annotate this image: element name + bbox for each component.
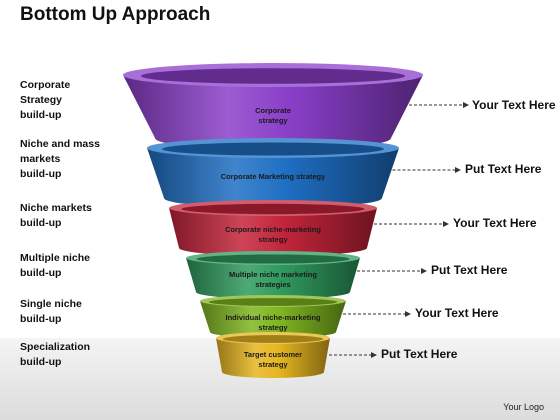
funnel-layer-body-5 [200,301,346,338]
stage-label-specialization: Specialization build-up [20,341,91,368]
side-text-3: Your Text Here [453,216,537,230]
side-text-2: Put Text Here [465,162,542,176]
footer-logo-text: Your Logo [503,402,544,412]
page-title: Bottom Up Approach [20,4,211,25]
funnel-layer-6 [216,332,377,378]
stage-label-niche-markets: Niche markets build-up [20,202,92,229]
inner-label-corporate-niche-marketing: Corporate niche-marketing strategy [225,225,321,244]
inner-label-multiple-niche-marketing: Multiple niche marketing strategies [229,270,317,289]
inner-label-target-customer: Target customer strategy [243,350,303,369]
funnel-layer-opening-4 [196,254,350,264]
funnel-layer-opening-6 [222,335,324,343]
funnel-layer-2 [147,138,461,208]
stage-label-single-niche: Single niche build-up [20,298,82,325]
funnel-layer-body-4 [186,258,360,299]
side-text-5: Your Text Here [415,306,499,320]
funnel-layer-3 [169,200,449,256]
inner-label-individual-niche-marketing: Individual niche-marketing strategy [225,313,321,332]
funnel-layer-body-3 [169,208,377,256]
inner-label-corporate-marketing: Corporate Marketing strategy [220,172,326,181]
side-text-1: Your Text Here [472,98,556,112]
funnel-layer-body-2 [147,148,399,208]
funnel-layer-4 [186,251,427,299]
funnel-layer-opening-1 [141,68,405,84]
side-text-4: Put Text Here [431,263,508,277]
stage-label-niche-mass-markets: Niche and mass markets build-up [20,138,100,180]
funnel-layer-opening-5 [208,298,338,306]
side-text-6: Put Text Here [381,347,458,361]
inner-label-corporate-strategy: Corporate strategy [255,106,291,125]
stage-label-multiple-niche: Multiple niche build-up [20,252,91,279]
funnel-layer-body-1 [123,75,423,150]
funnel-layer-opening-3 [181,203,365,215]
stage-label-corporate-strategy: Corporate Strategy build-up [20,79,71,121]
funnel-layer-5 [200,295,411,338]
funnel-layer-body-6 [216,338,330,378]
funnel-layer-opening-2 [162,142,384,156]
funnel-layer-1 [123,63,469,150]
